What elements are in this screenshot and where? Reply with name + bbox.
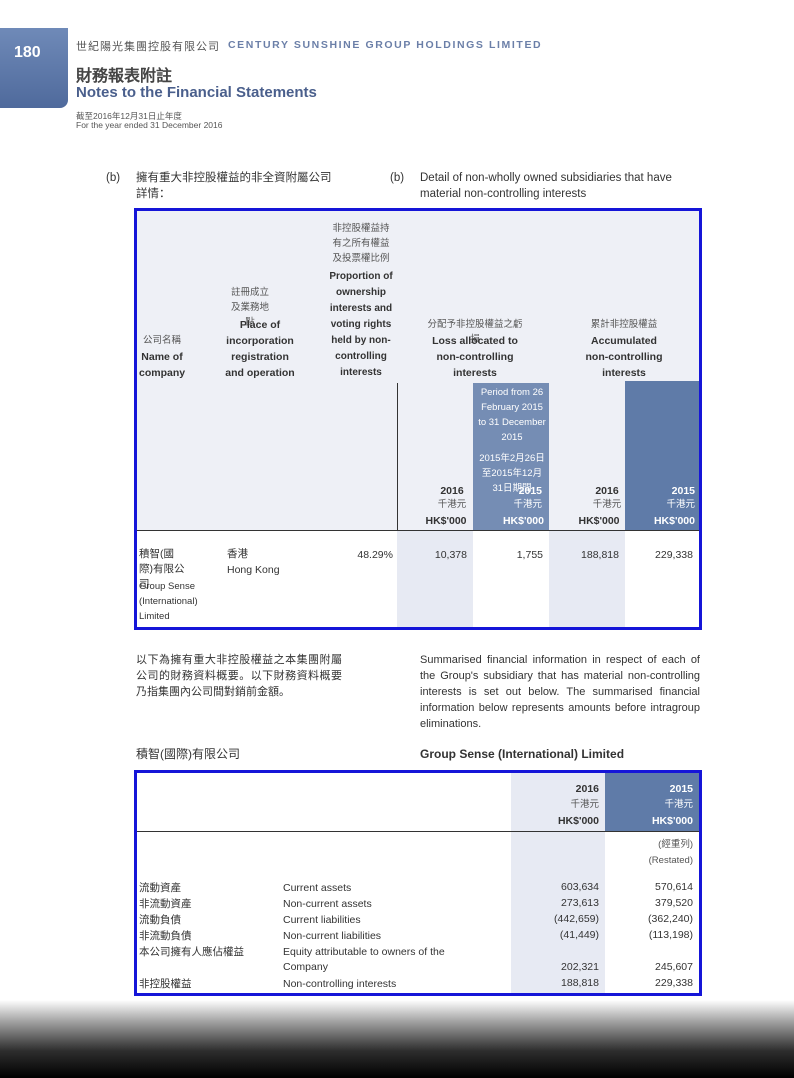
company-name-cn: 世紀陽光集團控股有限公司 [76,41,220,53]
section-heading-cn: 擁有重大非控股權益的非全資附屬公司詳情： [136,172,332,200]
row-acc-2016: 188,818 [581,549,619,561]
subsidiary-name-cn: 積智(國際)有限公司 [136,747,240,761]
row-noncurrent-liabilities-2015: (113,198) [648,929,693,941]
restated-en: (Restated) [648,855,693,866]
section-title-cn: 財務報表附註 [76,68,173,85]
col-accumulated-cn: 累計非控股權益 [590,319,658,330]
unit-en-2016: HK$'000 [557,815,599,827]
row-current-assets-cn: 流動資產 [139,882,181,894]
restated-cn: (經重列) [658,839,693,850]
subsidiaries-table: 公司名稱 Name of company 註冊成立及業務地點 Place of … [134,208,702,630]
unit-cn-2015: 千港元 [664,799,693,810]
row-equity-owners-2016: 202,321 [561,961,599,973]
col-name-cn: 公司名稱 [142,335,181,346]
row-current-liabilities-2016: (442,659) [554,913,599,925]
row-equity-owners-2015: 245,607 [655,961,693,973]
shade-column-2016 [511,773,605,993]
period-en: For the year ended 31 December 2016 [76,120,223,130]
row-current-assets-en: Current assets [283,882,352,894]
table-header-area [137,211,699,531]
section-title-en: Notes to the Financial Statements [76,84,317,101]
col-place-en: Place of incorporation registration and … [225,319,295,379]
row-nci-2015: 229,338 [655,977,693,989]
row-acc-2015: 229,338 [655,549,693,561]
section-heading-en: Detail of non-wholly owned subsidiaries … [420,172,672,200]
unit-en-loss-2016: HK$'000 [425,515,467,527]
unit-en-acc-2016: HK$'000 [578,515,620,527]
summary-paragraph-en: Summarised financial information in resp… [420,654,700,730]
row-place-en: Hong Kong [227,564,280,576]
page-number-tab [0,28,68,108]
row-current-assets-2016: 603,634 [561,881,599,893]
year-acc-2015: 2015 [671,485,695,497]
row-equity-owners-en: Equity attributable to owners of the Com… [283,946,445,973]
row-name-en: Group Sense (International) Limited [139,581,198,622]
unit-en-acc-2015: HK$'000 [653,515,695,527]
footer-band [0,1000,794,1078]
unit-cn-loss-2015: 千港元 [513,499,542,510]
row-noncurrent-assets-en: Non-current assets [283,898,372,910]
section-label-cn: (b) [106,172,121,184]
highlight-column-2015 [605,773,699,831]
header-rule [137,831,699,832]
header-rule [137,530,699,531]
col-proportion-cn: 非控股權益持有之所有權益及投票權比例 [332,223,390,264]
row-noncurrent-assets-cn: 非流動資產 [139,898,192,910]
col-name-en: Name of company [139,351,186,379]
row-loss-2016: 10,378 [434,549,467,561]
year-loss-2015: 2015 [518,485,542,497]
unit-cn-2016: 千港元 [570,799,599,810]
row-nci-cn: 非控股權益 [139,978,192,990]
unit-cn-acc-2015: 千港元 [666,499,695,510]
shade-column-loss-2016 [397,531,473,627]
col-proportion-en: Proportion of ownership interests and vo… [329,271,393,378]
row-current-liabilities-2015: (362,240) [648,913,693,925]
row-nci-en: Non-controlling interests [283,978,397,990]
summary-paragraph-cn: 以下為擁有重大非控股權益之本集團附屬公司的財務資料概要。以下財務資料概要乃指集團… [136,654,342,698]
col-loss-en: Loss allocated to non-controlling intere… [432,335,518,379]
row-noncurrent-assets-2016: 273,613 [561,897,599,909]
unit-en-2015: HK$'000 [651,815,693,827]
row-place-cn: 香港 [227,548,248,560]
row-current-liabilities-en: Current liabilities [283,914,361,926]
row-name-cn: 積智(國際)有限公司 [139,548,185,590]
highlight-column-period [473,383,549,531]
col-accumulated-en: Accumulated non-controlling interests [585,335,663,379]
company-name-en: CENTURY SUNSHINE GROUP HOLDINGS LIMITED [228,39,543,51]
page-number: 180 [14,44,41,61]
column-divider [397,383,398,531]
section-label-en: (b) [390,172,405,184]
row-noncurrent-liabilities-cn: 非流動負債 [139,930,192,942]
row-proportion: 48.29% [357,549,393,561]
row-loss-2015: 1,755 [516,549,543,561]
highlight-column-2016 [625,381,699,531]
year-acc-2016: 2016 [595,485,619,497]
unit-cn-loss-2016: 千港元 [437,499,467,510]
row-equity-owners-cn: 本公司擁有人應佔權益 [139,946,244,958]
period-cn: 截至2016年12月31日止年度 [76,111,182,121]
row-noncurrent-liabilities-en: Non-current liabilities [283,930,382,942]
subsidiary-name-en: Group Sense (International) Limited [420,747,625,761]
row-noncurrent-assets-2015: 379,520 [655,897,693,909]
row-noncurrent-liabilities-2016: (41,449) [559,929,599,941]
col-loss-cn: 分配予非控股權益之虧損 [427,319,523,345]
unit-en-loss-2015: HK$'000 [502,515,544,527]
financial-summary-table: 2016 千港元 HK$'000 2015 千港元 HK$'000 (經重列) … [134,770,702,996]
row-current-liabilities-cn: 流動負債 [139,914,181,926]
period-label-en: Period from 26 February 2015 to 31 Decem… [478,387,546,443]
year-2015: 2015 [669,783,693,795]
unit-cn-acc-2016: 千港元 [592,499,622,510]
year-2016: 2016 [575,783,599,795]
period-label-cn: 2015年2月26日至2015年12月31日期間 [479,453,545,494]
row-nci-2016: 188,818 [561,977,599,989]
year-loss-2016: 2016 [440,485,464,497]
col-place-cn: 註冊成立及業務地點 [230,287,269,328]
shade-column-acc-2016 [549,531,625,627]
row-current-assets-2015: 570,614 [655,881,693,893]
